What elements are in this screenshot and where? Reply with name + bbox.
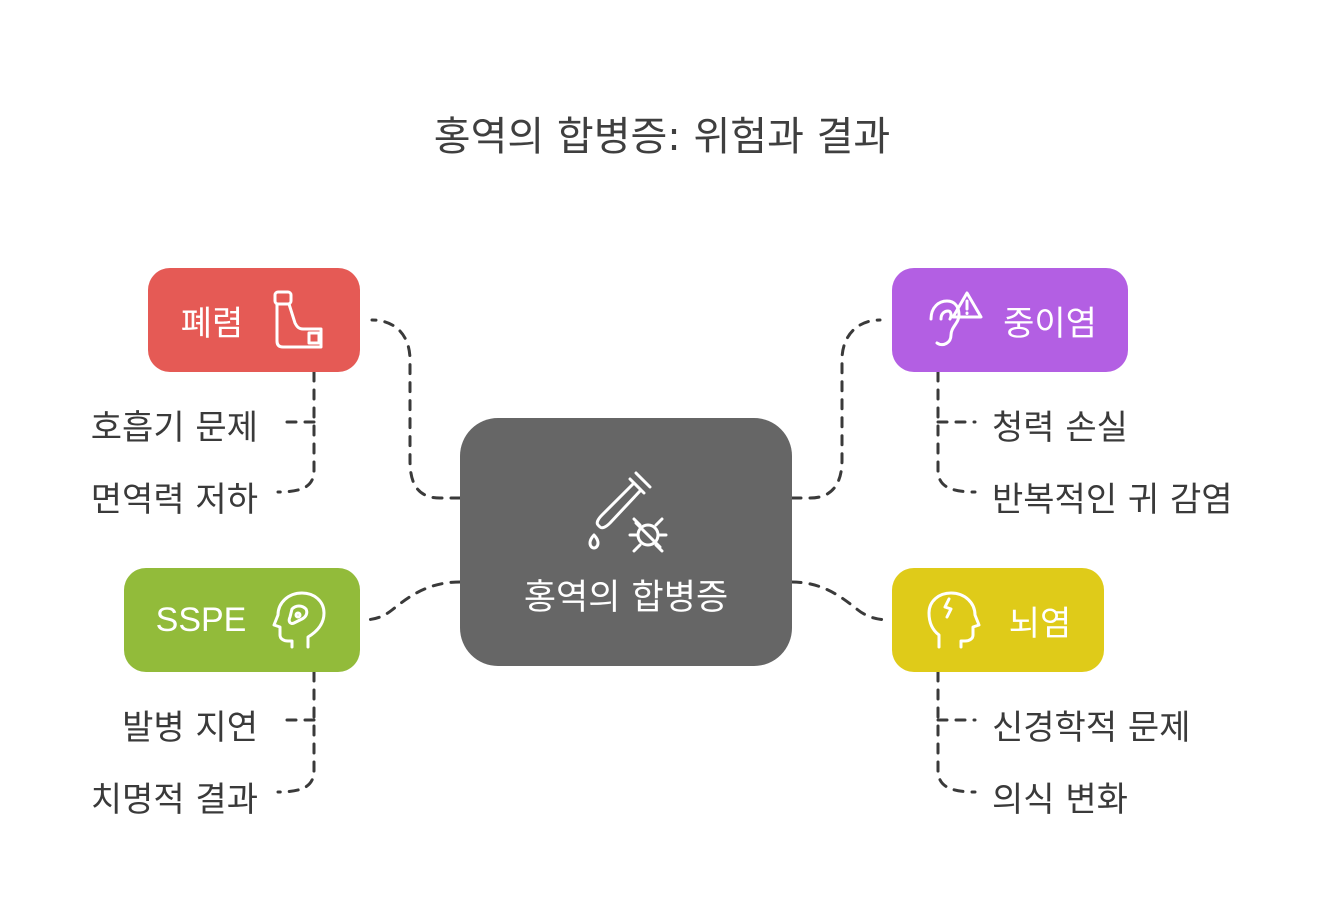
center-label: 홍역의 합병증 (523, 577, 729, 618)
dropper-virus-icon (588, 471, 668, 552)
center-node: 홍역의 합병증 (460, 418, 792, 666)
pneumonia-item-1: 호흡기 문제 (90, 408, 258, 448)
sspe-label: SSPE (155, 600, 247, 639)
ear-warning-icon (929, 291, 983, 347)
node-pneumonia: 폐렴 (148, 268, 360, 372)
head-brain-icon (272, 591, 326, 649)
node-sspe: SSPE (124, 568, 360, 672)
connector-encephalitis (790, 580, 892, 622)
connector-pneumonia (370, 318, 462, 500)
otitis-item-1: 청력 손실 (992, 408, 1128, 448)
inhaler-icon (273, 290, 323, 349)
connector-encephalitis-items (936, 670, 977, 794)
encephalitis-item-2: 의식 변화 (992, 780, 1128, 820)
connector-sspe (360, 580, 462, 622)
node-encephalitis: 뇌염 (892, 568, 1104, 672)
encephalitis-label: 뇌염 (1008, 603, 1072, 644)
connector-pneumonia-items (276, 370, 316, 494)
diagram-title: 홍역의 합병증: 위험과 결과 (433, 114, 891, 160)
pneumonia-item-2: 면역력 저하 (90, 480, 258, 520)
node-otitis: 중이염 (892, 268, 1128, 372)
encephalitis-item-1: 신경학적 문제 (992, 708, 1191, 748)
connector-sspe-items (276, 670, 316, 794)
otitis-label: 중이염 (1003, 303, 1097, 344)
connector-otitis-items (936, 370, 977, 494)
pneumonia-label: 폐렴 (180, 303, 244, 344)
sspe-item-1: 발병 지연 (122, 708, 258, 748)
head-crack-icon (927, 591, 981, 649)
otitis-item-2: 반복적인 귀 감염 (992, 480, 1233, 520)
connector-otitis (790, 318, 882, 500)
sspe-item-2: 치명적 결과 (90, 780, 258, 820)
